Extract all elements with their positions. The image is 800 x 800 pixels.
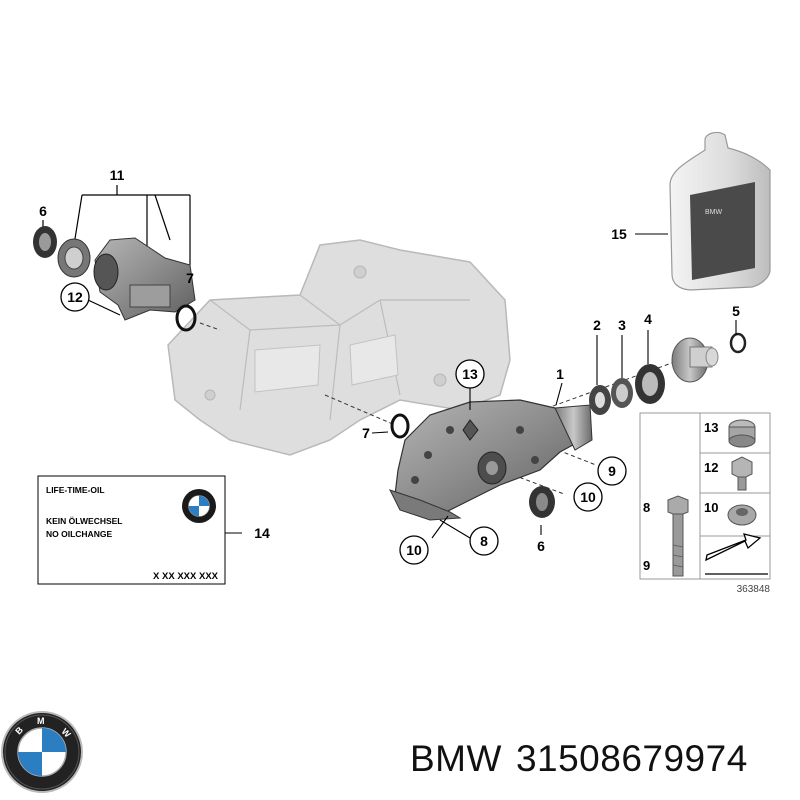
callout-4: 4 — [644, 311, 652, 327]
nut-10 — [727, 504, 757, 526]
screw-13 — [728, 419, 756, 448]
callout-7-mid: 7 — [362, 425, 370, 441]
flange-housing — [93, 237, 196, 321]
bmw-logo-large: B M W — [1, 711, 83, 793]
svg-text:M: M — [37, 716, 45, 726]
part-number: 31508679974 — [515, 738, 748, 779]
callout-9: 9 — [608, 463, 616, 479]
brand-name: BMW — [410, 738, 502, 779]
front-differential — [389, 399, 593, 521]
output-flange — [671, 337, 719, 383]
bottle-label: BMW — [705, 209, 723, 216]
callout-circles — [60, 282, 627, 565]
lifetime-oil-label: LIFE-TIME-OIL KEIN ÖLWECHSEL NO OILCHANG… — [37, 475, 226, 585]
label-code: X XX XXX XXX — [153, 571, 219, 582]
seal-6-top — [33, 226, 57, 258]
hw-label-8: 8 — [643, 500, 650, 515]
callout-8: 8 — [480, 533, 488, 549]
bearing-part — [57, 238, 91, 278]
o-ring-7-top — [175, 304, 197, 332]
circlip-5 — [729, 332, 747, 354]
callout-11-bracket — [42, 185, 191, 316]
callout-2: 2 — [593, 317, 601, 333]
leader-lines — [225, 233, 737, 539]
hw-label-10: 10 — [704, 500, 718, 515]
seal-2 — [589, 385, 611, 415]
label-line-3: NO OILCHANGE — [46, 529, 112, 539]
callout-6-bottom: 6 — [537, 538, 545, 554]
callout-11: 11 — [110, 167, 125, 183]
label-line-1: LIFE-TIME-OIL — [46, 485, 105, 495]
callout-14: 14 — [254, 525, 270, 541]
hardware-panel: 13 12 10 8 9 — [639, 412, 771, 595]
callout-12: 12 — [67, 289, 83, 305]
callout-13: 13 — [462, 366, 478, 382]
hw-label-12: 12 — [704, 460, 718, 475]
callout-15: 15 — [611, 226, 627, 242]
oil-bottle: BMW — [669, 131, 771, 291]
o-ring-7-mid — [390, 413, 410, 439]
seal-6-bottom — [529, 486, 555, 518]
hw-label-13: 13 — [704, 420, 718, 435]
label-line-2: KEIN ÖLWECHSEL — [46, 516, 123, 526]
callout-1: 1 — [556, 366, 564, 382]
hw-label-9: 9 — [643, 558, 650, 573]
callout-10-bottom: 10 — [406, 542, 422, 558]
oil-pan-ghost — [167, 239, 511, 456]
direction-arrow-icon — [705, 533, 768, 575]
seal-4 — [635, 364, 665, 404]
callout-7-top: 7 — [186, 270, 194, 286]
bolt-8-9 — [667, 495, 689, 577]
bmw-logo-small — [182, 489, 216, 523]
drawing-number: 363848 — [737, 584, 771, 595]
callout-3: 3 — [618, 317, 626, 333]
callout-10-right: 10 — [580, 489, 596, 505]
bolt-12 — [731, 456, 753, 491]
callout-5: 5 — [732, 303, 740, 319]
callout-6-top: 6 — [39, 203, 47, 219]
part-footer: BMW 31508679974 — [410, 738, 748, 780]
seal-3 — [611, 378, 633, 408]
